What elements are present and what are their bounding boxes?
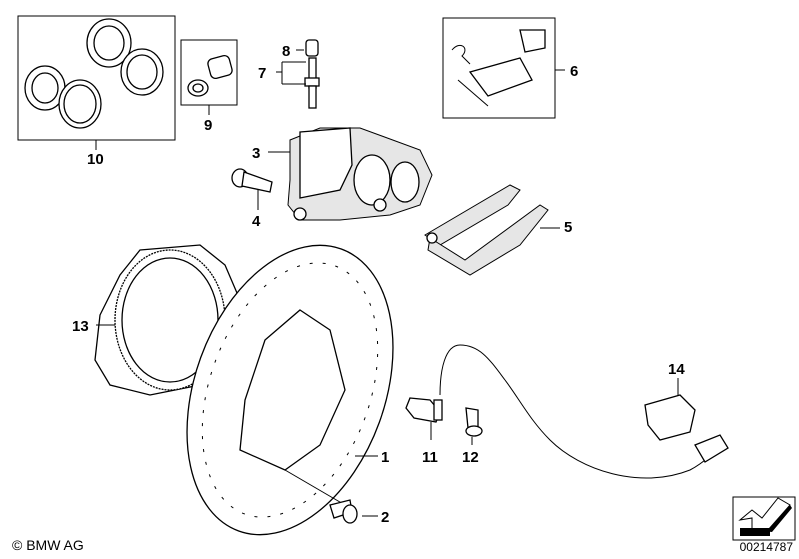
copyright-text: © BMW AG: [12, 537, 84, 553]
callout-4: 4: [252, 213, 261, 230]
document-number: 00214787: [739, 540, 793, 554]
brake-caliper-group[interactable]: 3: [252, 127, 433, 221]
callout-7: 7: [258, 65, 266, 82]
callout-6: 6: [570, 63, 578, 80]
brake-pads-group[interactable]: 5: [424, 184, 572, 276]
callout-1: 1: [381, 449, 389, 466]
caliper-bolt-group[interactable]: 4: [231, 168, 273, 230]
seal-kit-group[interactable]: 10: [17, 15, 176, 168]
disc-bolt-group[interactable]: 2: [284, 469, 389, 526]
sensor-bolt-group[interactable]: 12: [462, 407, 483, 466]
callout-9: 9: [204, 117, 212, 134]
callout-13: 13: [72, 318, 89, 335]
callout-14: 14: [668, 361, 685, 378]
callout-2: 2: [381, 509, 389, 526]
abs-sensor-group[interactable]: 11: [405, 344, 729, 479]
callout-12: 12: [462, 449, 479, 466]
callout-8: 8: [282, 43, 290, 60]
bleeder-valve-group[interactable]: 8 7: [258, 39, 320, 109]
callout-10: 10: [87, 151, 104, 168]
cable-clip-group[interactable]: 14: [644, 361, 696, 441]
pad-retainer-kit-group[interactable]: 6: [442, 17, 578, 119]
brake-disc-group[interactable]: 1: [149, 217, 430, 559]
callout-11: 11: [422, 449, 438, 466]
callout-5: 5: [564, 219, 572, 236]
callout-3: 3: [252, 145, 260, 162]
bushing-kit-group[interactable]: 9: [180, 39, 238, 134]
direction-arrow-icon: [732, 496, 796, 541]
